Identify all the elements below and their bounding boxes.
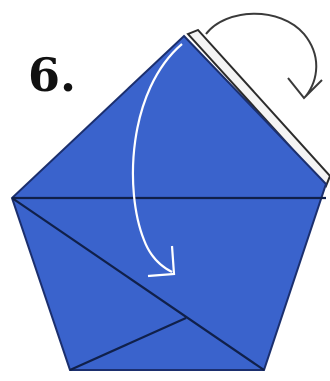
step-number-label: 6. — [28, 52, 76, 98]
flip-over-arrowhead — [288, 78, 322, 98]
